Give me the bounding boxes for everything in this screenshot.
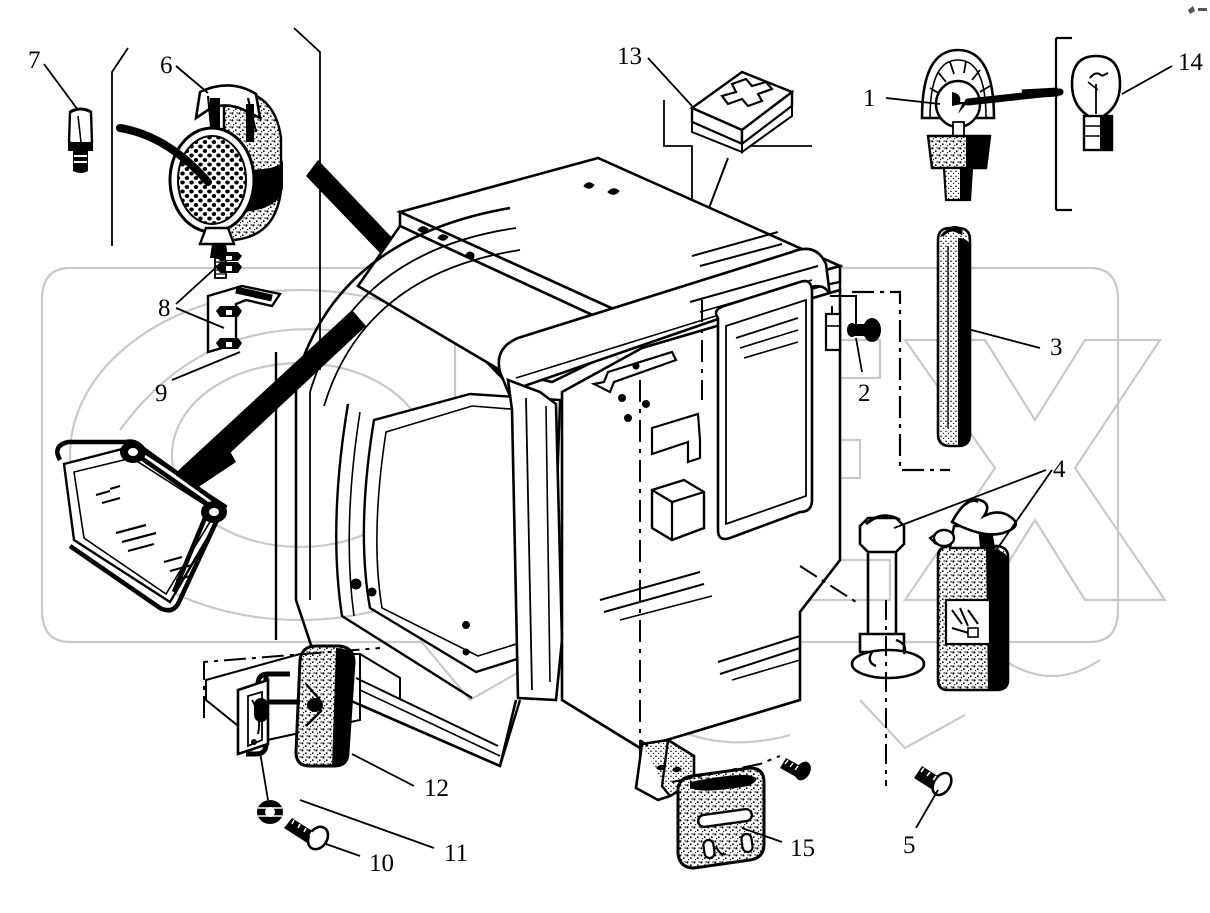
extinguisher-bracket [850, 514, 926, 680]
guide-bracket-mid [293, 27, 321, 370]
part-9-nut-low [216, 338, 242, 349]
part-7-bulb-small [67, 107, 94, 173]
extinguisher-mount-guide [799, 565, 887, 786]
callout-2: 2 [858, 380, 871, 407]
callout-8: 8 [158, 295, 171, 322]
mirror-mount-guide [203, 647, 381, 718]
part-3-emergency-hammer [936, 226, 972, 448]
guide-bracket-left [111, 47, 129, 246]
leader-5 [915, 789, 939, 829]
leader-1 [885, 97, 941, 105]
leader-4b [987, 469, 1053, 563]
leader-12 [351, 753, 415, 787]
callout-12: 12 [424, 775, 449, 802]
leader-8a [175, 261, 223, 305]
leader-11 [299, 799, 435, 849]
part-13-first-aid-kit [689, 70, 795, 154]
leader-15 [741, 827, 783, 843]
part-10-bolt [284, 818, 330, 851]
part-14-bulb [1070, 54, 1122, 152]
hammer-mount-bracket [830, 295, 857, 330]
corner-artifact [1188, 6, 1207, 14]
part-6-horn-speaker [116, 84, 283, 279]
callout-7: 7 [28, 47, 41, 74]
leader-11-stem [259, 751, 269, 801]
callout-11: 11 [444, 840, 469, 867]
leader-14 [1121, 65, 1173, 95]
part-4-fire-extinguisher [928, 498, 1018, 692]
beacon-wire-2 [1021, 87, 1059, 99]
part-9-nut-top [216, 252, 242, 273]
leader-3 [963, 327, 1041, 349]
step-screw [780, 758, 811, 781]
callout-14: 14 [1178, 49, 1203, 76]
callout-5: 5 [903, 832, 916, 859]
leader-4a [893, 469, 1047, 529]
leader-8b [175, 307, 225, 329]
leader-2 [855, 337, 863, 373]
part-9-nut-mid [216, 306, 242, 317]
callout-6: 6 [160, 52, 173, 79]
part-5-bolt [914, 766, 953, 797]
leader-10 [325, 843, 361, 857]
part-11-nut [257, 800, 283, 824]
callout-1: 1 [863, 85, 876, 112]
callout-4: 4 [1053, 456, 1066, 483]
callout-10: 10 [369, 850, 394, 877]
part-15-step-plate [676, 766, 766, 870]
guide-bracket-right [1054, 36, 1072, 212]
callout-13: 13 [617, 43, 642, 70]
leader-6 [175, 65, 209, 94]
part-12-mirror [236, 644, 356, 768]
callout-3: 3 [1050, 334, 1063, 361]
step-bracket-guide [639, 739, 649, 747]
leader-9 [171, 351, 241, 381]
sun-visor [55, 439, 228, 613]
callout-9: 9 [155, 380, 168, 407]
step-screw-guide [671, 755, 781, 783]
cab-body [205, 156, 844, 768]
part-1-rotating-beacon [920, 48, 996, 202]
leader-7 [43, 63, 79, 111]
leader-13 [647, 57, 693, 107]
part-2-bolt [847, 318, 881, 342]
callout-15: 15 [790, 835, 815, 862]
